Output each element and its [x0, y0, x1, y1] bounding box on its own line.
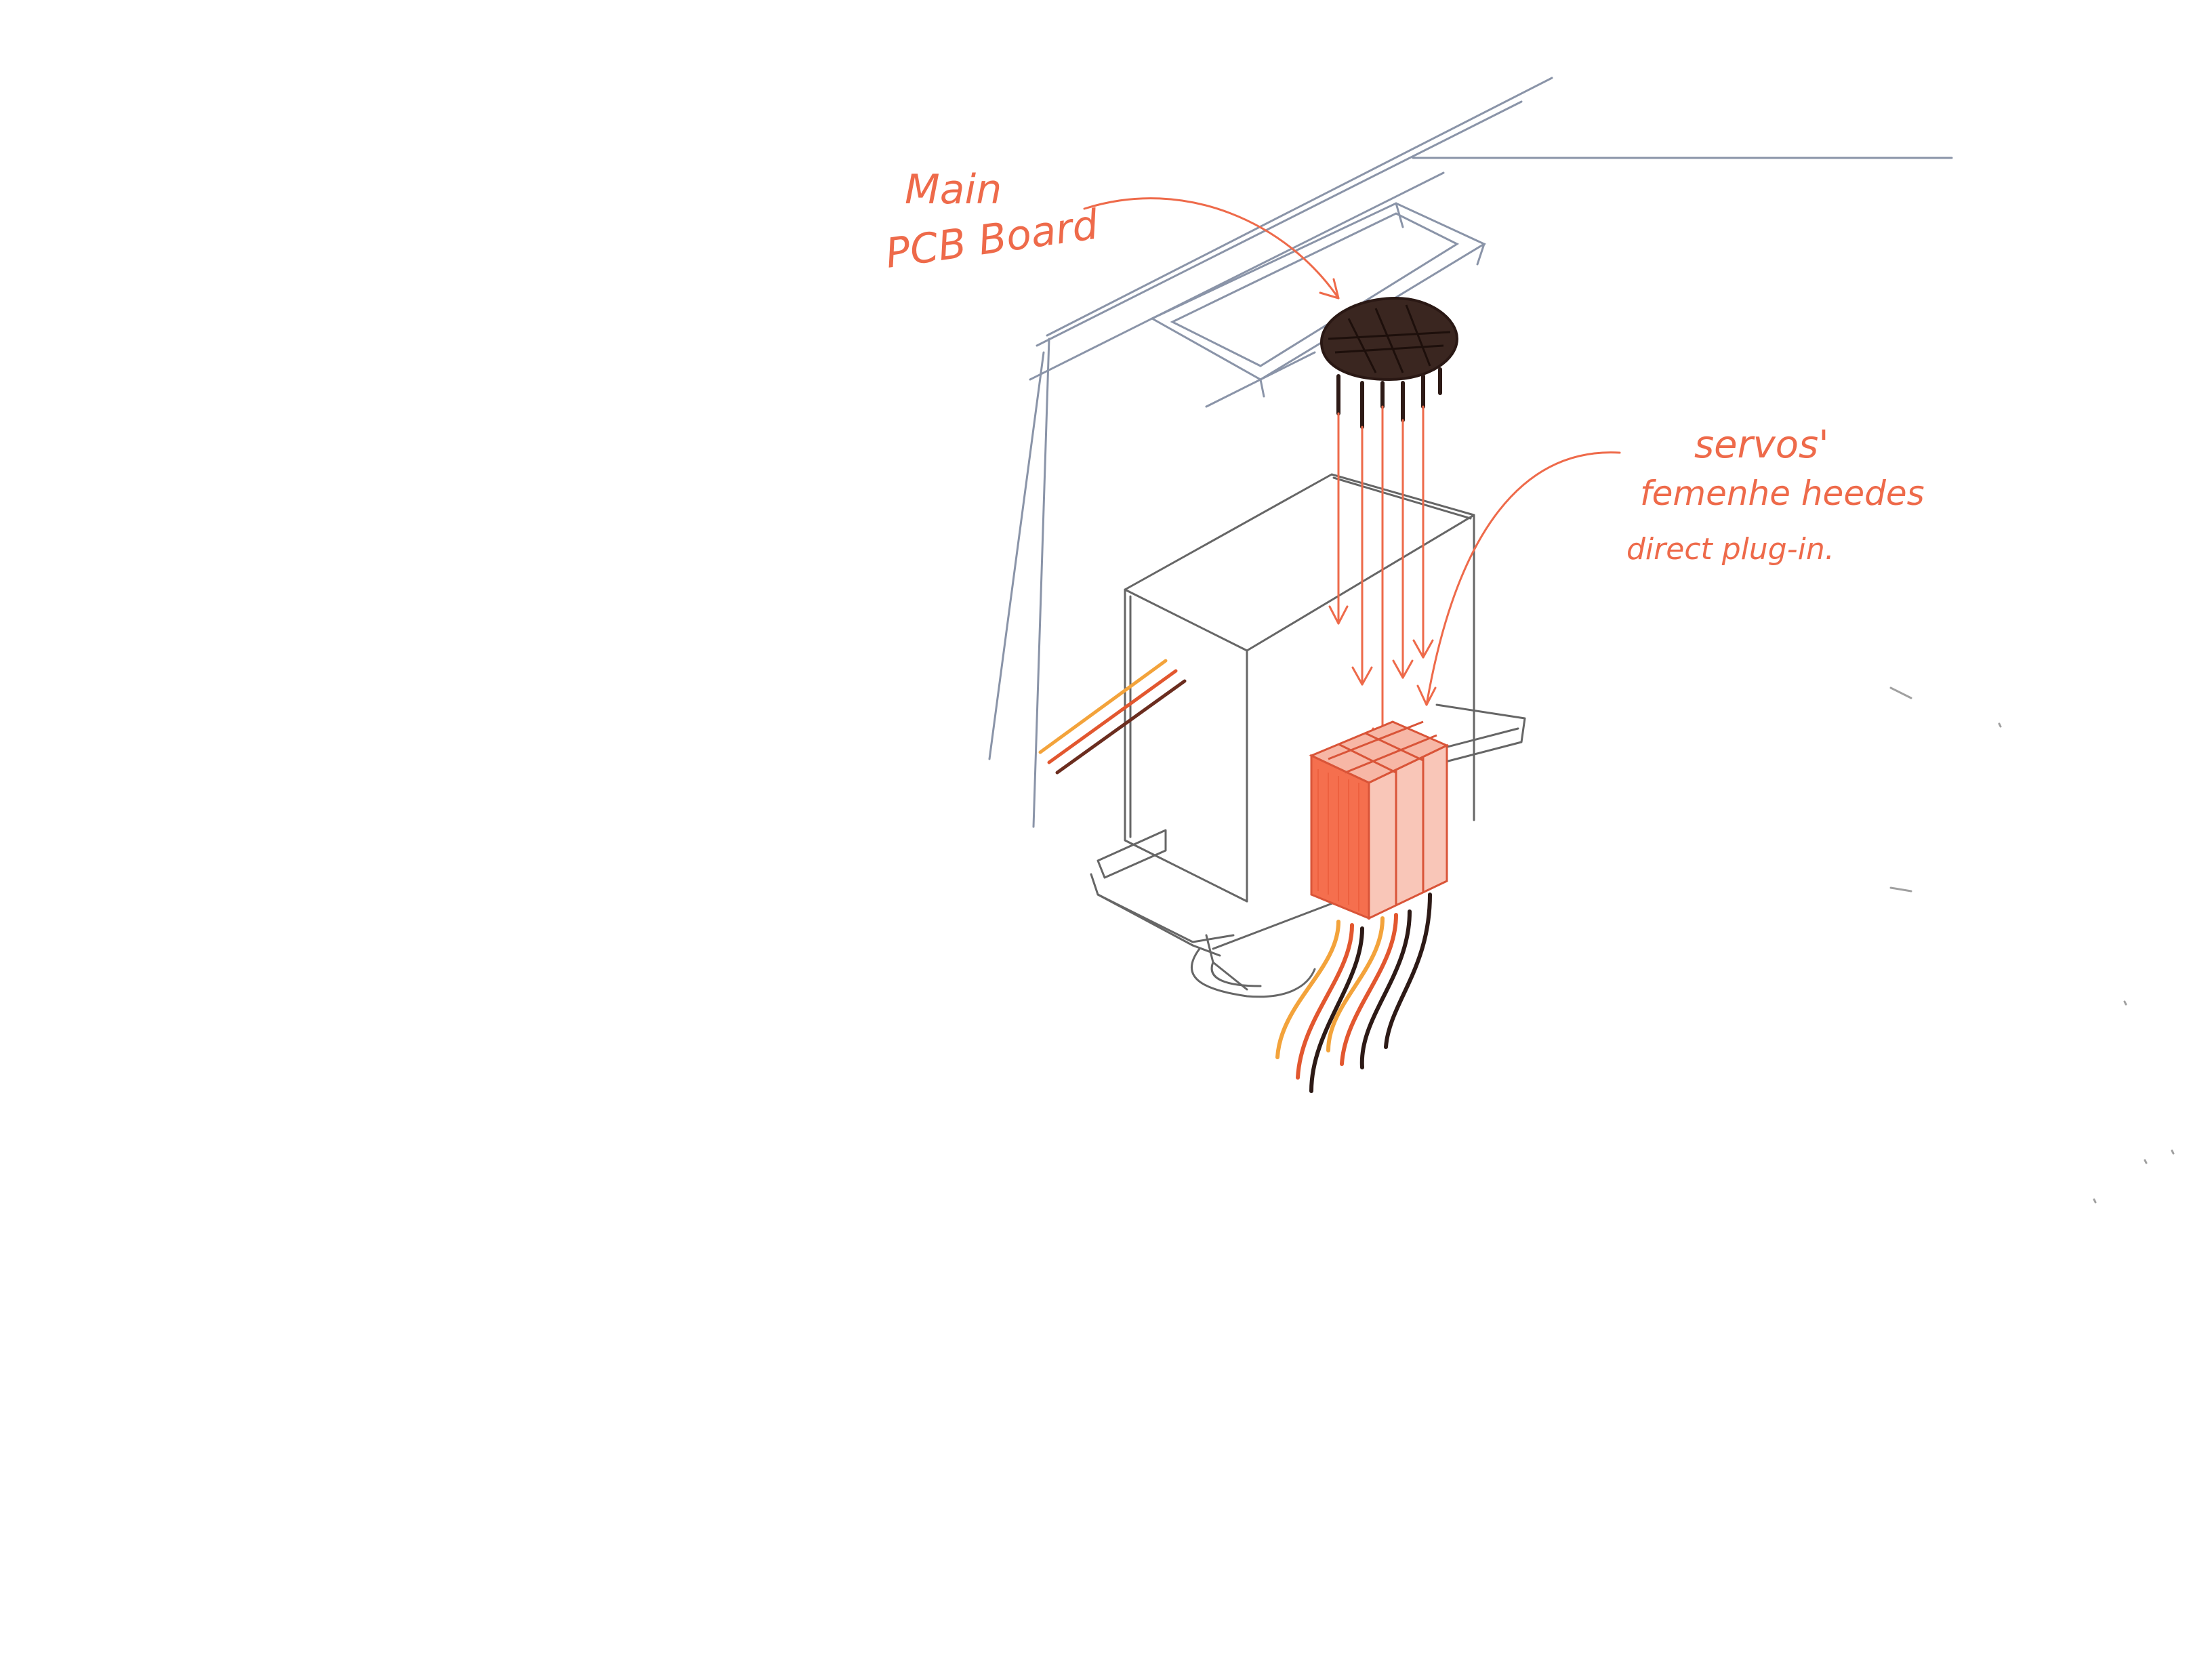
servo-female-header — [1311, 722, 1447, 918]
pcb-chip — [1322, 298, 1457, 427]
header-output-wires — [1277, 895, 1430, 1091]
servo-label-line2: femenhe heedes — [1640, 474, 1925, 513]
pcb-label-line1: Main — [905, 166, 1002, 213]
plug-in-arrows — [1330, 407, 1433, 745]
servo-label-line1: servos' — [1694, 423, 1829, 467]
stray-marks — [1891, 688, 2173, 1202]
side-wire-red — [1049, 671, 1176, 762]
servo-label-line3: direct plug-in. — [1626, 532, 1835, 567]
servo-label: servos' femenhe heedes direct plug-in. — [1626, 423, 1925, 567]
servo-side-cable — [1040, 661, 1185, 773]
servo-pointer — [1427, 453, 1620, 705]
pcb-label: Main PCB Board — [882, 166, 1101, 278]
annotation-pointers — [1084, 199, 1620, 705]
servo-body — [1091, 474, 1525, 997]
